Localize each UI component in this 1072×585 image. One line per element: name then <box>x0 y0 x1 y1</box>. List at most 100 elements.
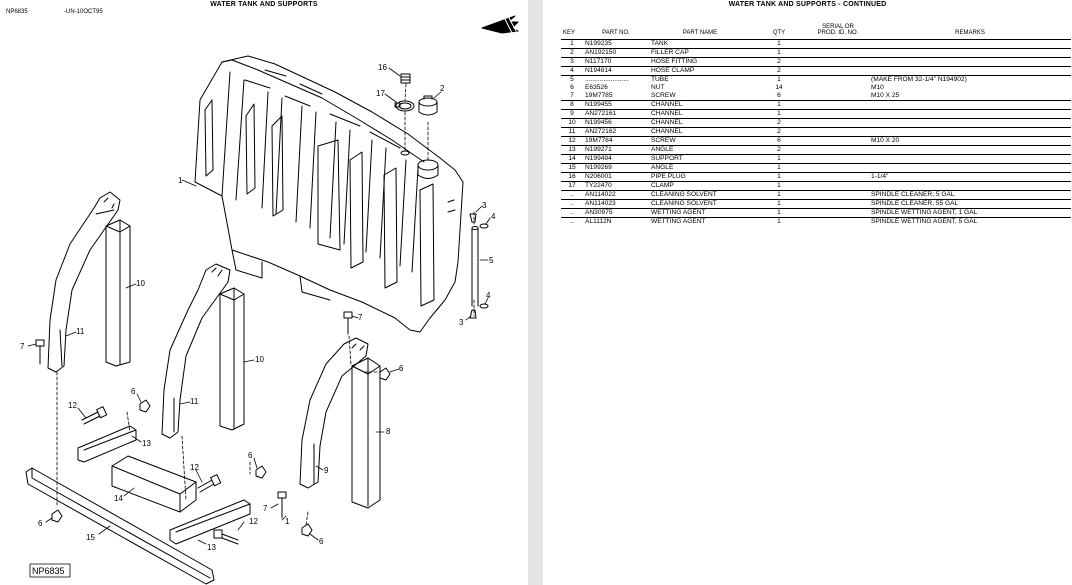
row-key: 3 <box>561 57 583 67</box>
col-part-no-header: PART NO. <box>583 24 649 40</box>
callout-label: 7 <box>358 313 363 322</box>
row-qty: 1 <box>777 75 781 83</box>
row-key: 10 <box>561 118 583 128</box>
row-serial <box>807 163 869 173</box>
row-key: 15 <box>561 163 583 173</box>
row-part-no: AN114022 <box>583 190 649 200</box>
row-part-name: HOSE FITTING <box>649 57 751 67</box>
callout-label: 6 <box>38 519 43 528</box>
row-serial <box>807 76 869 85</box>
left-page: WATER TANK AND SUPPORTS NP6835 -UN-10OCT… <box>0 0 528 585</box>
row-part-no: N199456 <box>583 118 649 128</box>
row-remarks <box>869 57 1071 67</box>
row-qty: 1 <box>751 172 807 182</box>
channel-10-middle <box>219 287 245 431</box>
row-key: 12 <box>561 136 583 146</box>
row-key: .. <box>561 199 583 209</box>
table-header-row: KEY PART NO. PART NAME QTY SERIAL OR PRO… <box>561 24 1071 40</box>
row-remarks <box>869 181 1071 191</box>
row-serial <box>807 145 869 155</box>
row-serial <box>807 172 869 182</box>
row-serial <box>807 181 869 191</box>
row-serial <box>807 136 869 146</box>
callout-label: 7 <box>263 504 268 513</box>
row-part-no: TY22470 <box>583 181 649 191</box>
row-part-no: AL1112N <box>585 217 612 225</box>
row-qty: 2 <box>751 145 807 155</box>
row-part-no: N199269 <box>583 163 649 173</box>
parts-list-table: KEY PART NO. PART NAME QTY SERIAL OR PRO… <box>561 24 1071 226</box>
angle-13-upper <box>77 425 137 463</box>
screw-12-b <box>197 474 222 493</box>
row-remarks <box>869 100 1071 110</box>
row-part-name: CHANNEL <box>649 100 751 110</box>
row-key: .. <box>561 190 583 200</box>
callout-label: 9 <box>324 466 329 475</box>
channel-8 <box>351 357 381 509</box>
row-remarks <box>869 154 1071 164</box>
row-part-name: CHANNEL <box>649 118 751 128</box>
support-14 <box>111 455 197 513</box>
row-remarks: SPINDLE WETTING AGENT, 1 GAL <box>869 208 1071 218</box>
row-part-no: 19M7784 <box>583 136 649 146</box>
row-remarks: M10 X 25 <box>869 92 1071 101</box>
hose-clamp-ring-part <box>394 100 415 112</box>
callout-label: 1 <box>285 517 290 526</box>
row-part-no: 19M7785 <box>583 92 649 101</box>
row-serial <box>807 92 869 101</box>
callout-label: 4 <box>491 212 496 221</box>
pipe-plug-part <box>400 73 411 84</box>
row-remarks <box>869 163 1071 173</box>
row-qty: 1 <box>751 39 807 49</box>
row-part-no: N199235 <box>583 39 649 49</box>
exploded-parts-diagram: 16 17 2 1 3 4 5 4 3 10 7 11 10 11 7 6 6 … <box>20 15 519 585</box>
col-remarks-header: REMARKS <box>869 24 1071 40</box>
row-key: 5 <box>570 75 574 83</box>
row-serial <box>807 57 869 67</box>
row-key: 16 <box>561 172 583 182</box>
row-serial <box>807 127 869 137</box>
channel-11-left <box>47 191 121 373</box>
page-title-continued: WATER TANK AND SUPPORTS - CONTINUED <box>728 1 887 8</box>
channel-10-left <box>105 219 131 367</box>
row-part-name: ANGLE <box>649 145 751 155</box>
channel-11-middle <box>161 263 231 439</box>
row-key: 13 <box>561 145 583 155</box>
callout-leaders <box>27 67 491 545</box>
callout-label: 12 <box>68 401 77 410</box>
row-qty: 2 <box>751 127 807 137</box>
callout-label: 14 <box>114 494 123 503</box>
callout-label: 1 <box>178 176 183 185</box>
row-remarks <box>869 48 1071 58</box>
row-key: 9 <box>561 109 583 119</box>
date-code: -UN-10OCT95 <box>64 9 103 15</box>
tube-part <box>469 213 489 319</box>
row-part-name: CLEANING SOLVENT <box>649 199 751 209</box>
row-part-no: N199494 <box>583 154 649 164</box>
row-qty: 2 <box>751 118 807 128</box>
col-key-header: KEY <box>561 24 583 40</box>
row-serial <box>807 199 869 209</box>
row-serial <box>807 118 869 128</box>
row-part-no: AN192150 <box>583 48 649 58</box>
row-key: 11 <box>561 127 583 137</box>
row-serial <box>807 48 869 58</box>
row-part-name: CHANNEL <box>649 127 751 137</box>
row-key: 1 <box>561 39 583 49</box>
row-qty: 1 <box>777 217 781 225</box>
row-serial <box>807 109 869 119</box>
callout-label: 3 <box>482 201 487 210</box>
col-qty-header: QTY <box>751 24 807 40</box>
callout-label: 6 <box>248 451 253 460</box>
row-qty: 1 <box>751 163 807 173</box>
row-key: .. <box>570 217 574 225</box>
row-serial <box>807 190 869 200</box>
